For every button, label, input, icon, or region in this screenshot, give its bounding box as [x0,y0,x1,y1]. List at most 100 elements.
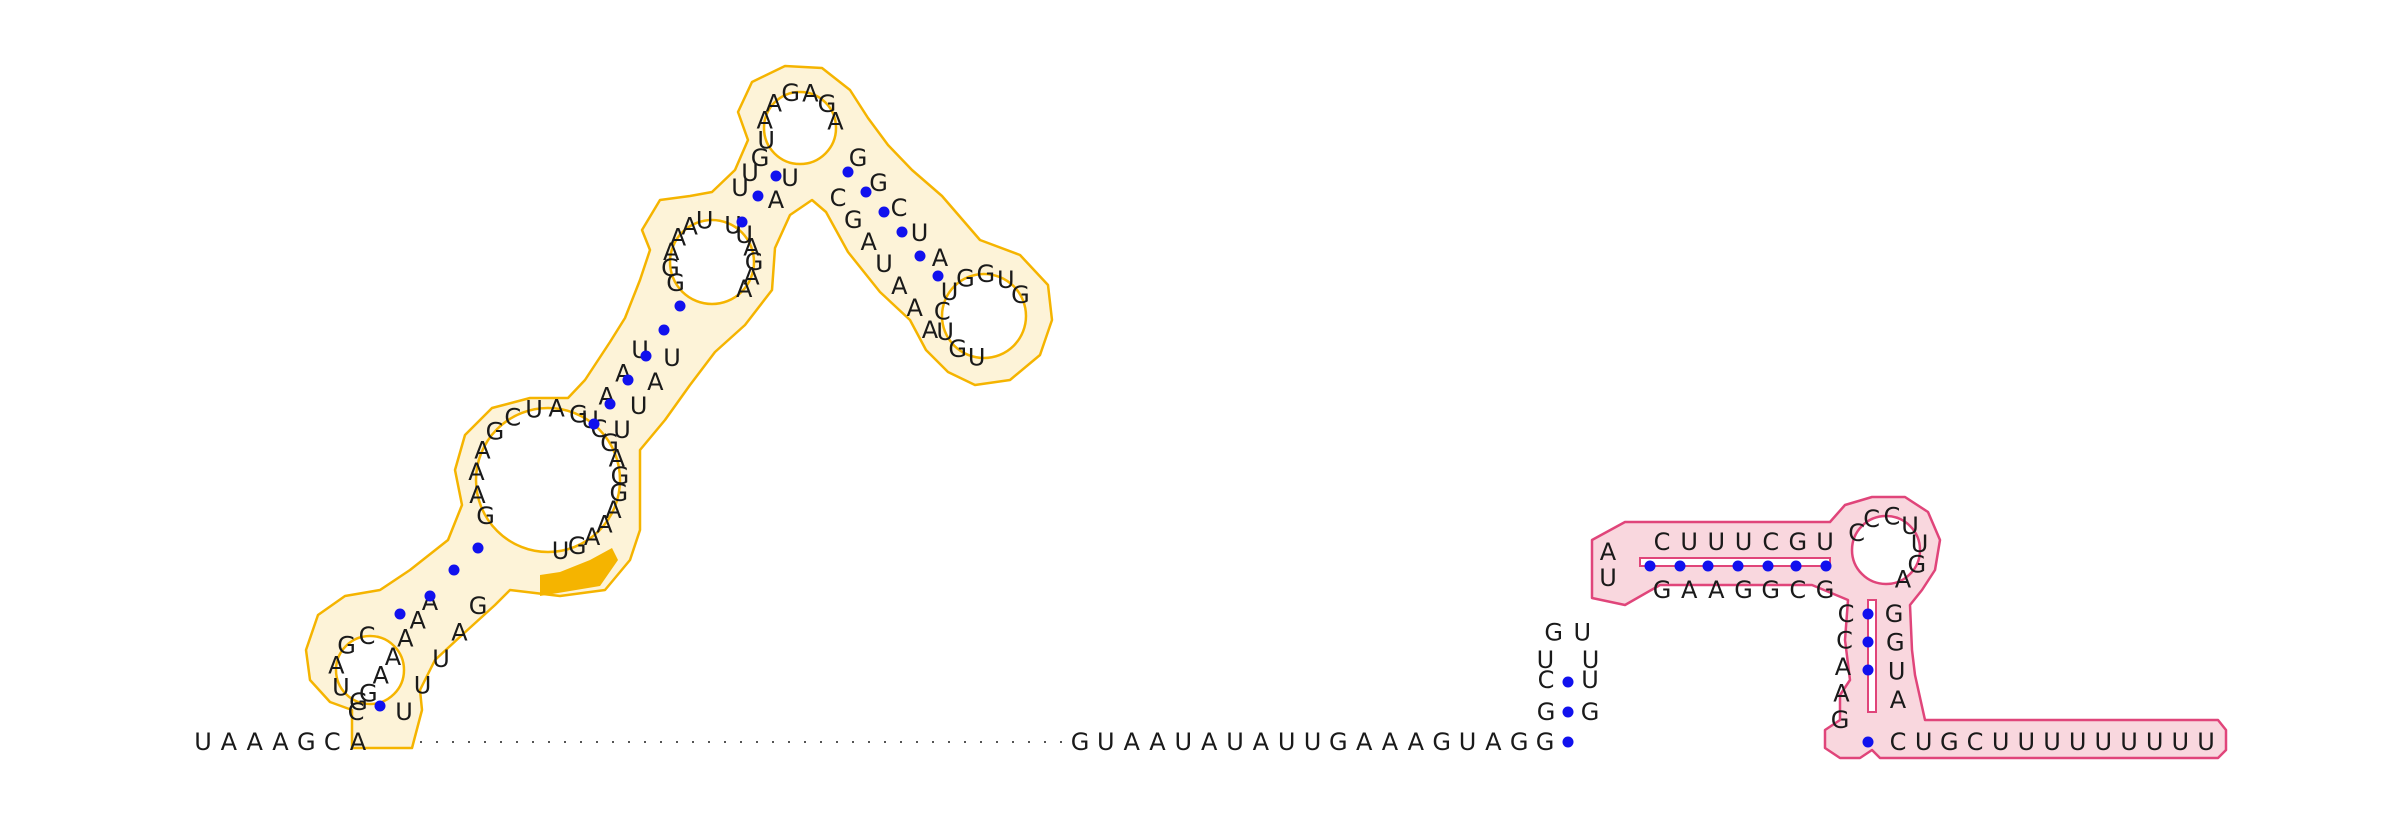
d1-stem1-right-base: U [414,672,432,700]
d1-loop1-base: C [359,622,376,650]
d1-pair-dot [736,216,748,228]
d2-stem-lower-left-base: C [1838,600,1855,628]
middle-segment-base: A [1201,728,1218,756]
d1-internal-left-base: A [469,481,486,509]
d2-stem-left-base: U [1680,528,1698,556]
middle-segment-base: U [1097,728,1115,756]
d1-pair-dot [770,170,782,182]
d1-internal-right-base: G [611,462,630,490]
d1-terminal-loop-base: G [1011,281,1030,309]
d1-pair-dot [752,190,764,202]
d1-stem4-right-base: G [844,206,863,234]
terminal-tail-base: U [2172,728,2190,756]
d1-internal-right-base: G [568,532,587,560]
d1-stem3-right-base: U [781,164,799,192]
five-prime-flank-base: U [194,728,212,756]
domain-1-highlight [304,64,1054,750]
d1-bulge-left-base: A [681,212,698,240]
d2-stem-lower-left-base: A [1833,680,1850,708]
d2-stem-left-base: U [1735,528,1753,556]
d1-pair-dot [472,542,484,554]
base-pair-layer [374,166,1874,748]
middle-segment-base: G [1510,728,1529,756]
d1-pair-dot [588,418,600,430]
d2-stem-right-base: G [1653,576,1672,604]
d1-bulge-left-base: G [666,269,685,297]
middle-segment-base: U [1459,728,1477,756]
domain-1-highlight-fill [540,548,618,596]
d1-terminal-loop-base: G [956,264,975,292]
five-prime-flank-base: C [324,728,341,756]
d1-terminal-loop-base: G [976,260,995,288]
d1-bulge-right-base: G [745,248,764,276]
middle-segment-base: G [1432,728,1451,756]
d2-pair-dot [1732,560,1744,572]
d2-stem-lower-left-base: A [1835,653,1852,681]
terminal-tail-base: C [1890,728,1907,756]
d1-pair-dot [878,206,890,218]
small-hairpin-loop-base: U [1574,619,1592,647]
d1-bulge-left-base: G [661,254,680,282]
d2-pair-dot [1820,560,1832,572]
d1-bulge-left-base: A [670,223,687,251]
domain-1-hairpin-loop [762,90,838,166]
d1-internal-right-base: G [609,479,628,507]
middle-segment-base: U [1304,728,1322,756]
d1-stem4-right-base: A [860,228,877,256]
d2-stem-right-base: G [1734,576,1753,604]
d2-pair-dot [1862,608,1874,620]
d1-stem3-left-base: G [751,144,770,172]
d1-loop1-base: G [349,688,368,716]
d2-stem-right-base: G [1816,576,1835,604]
middle-segment-base: A [1485,728,1502,756]
d1-stem4-left-base: C [891,194,908,222]
d2-loop-base: U [1599,564,1617,592]
terminal-tail-base: G [1940,728,1959,756]
d1-loop1-base: U [332,674,350,702]
d2-stem-lower-right-base: G [1886,629,1905,657]
d1-pair-dot [640,350,652,362]
d1-stem2-right-base: U [663,344,681,372]
d2-apex-base: C [1884,503,1901,531]
d1-stem2-right-base: A [647,368,664,396]
d1-loop1-base: A [328,652,345,680]
small-hairpin-left-base: C [1538,666,1555,694]
d1-internal-right-base: A [609,445,626,473]
d1-internal-right-base: U [552,537,570,565]
terminal-tail-base: U [2120,728,2138,756]
domain-1-loop-1 [334,634,406,706]
d1-stem2-right-base: U [613,416,631,444]
middle-segment-base: A [1382,728,1399,756]
d1-terminal-loop-base: U [941,278,959,306]
d1-pair-dot [604,398,616,410]
d2-stem-right-base: G [1761,576,1780,604]
d1-pair-dot [448,564,460,576]
d1-hairpin-base: A [802,80,819,108]
d2-apex-base: U [1911,530,1929,558]
d1-stem1-right-base: A [451,619,468,647]
middle-segment-base: U [1175,728,1193,756]
d1-internal-left-base: G [486,417,505,445]
d1-terminal-loop-base: G [948,335,967,363]
d1-stem3-left-base: U [731,174,749,202]
d1-bulge-left-base: U [696,207,714,235]
d1-internal-left-base: G [476,502,495,530]
d1-bulge-right-base: A [743,262,760,290]
d1-stem1-right-base: G [469,592,488,620]
d1-pair-dot [622,374,634,386]
d1-pair-dot [842,166,854,178]
d1-internal-left-base: A [474,436,491,464]
terminal-tail-base: U [2043,728,2061,756]
d1-internal-left-base: A [468,458,485,486]
d1-stem4-left-base: U [911,219,929,247]
d1-internal-left-base: A [548,395,565,423]
d2-stem-right-base: A [1708,576,1725,604]
small-hairpin-pair-dot [1562,676,1574,688]
d1-hairpin-base: A [766,89,783,117]
domain-1-outline [304,64,1054,750]
d1-bulge-right-base: A [743,234,760,262]
d1-hairpin-base: G [818,90,837,118]
d2-stem-right-base: C [1789,576,1806,604]
